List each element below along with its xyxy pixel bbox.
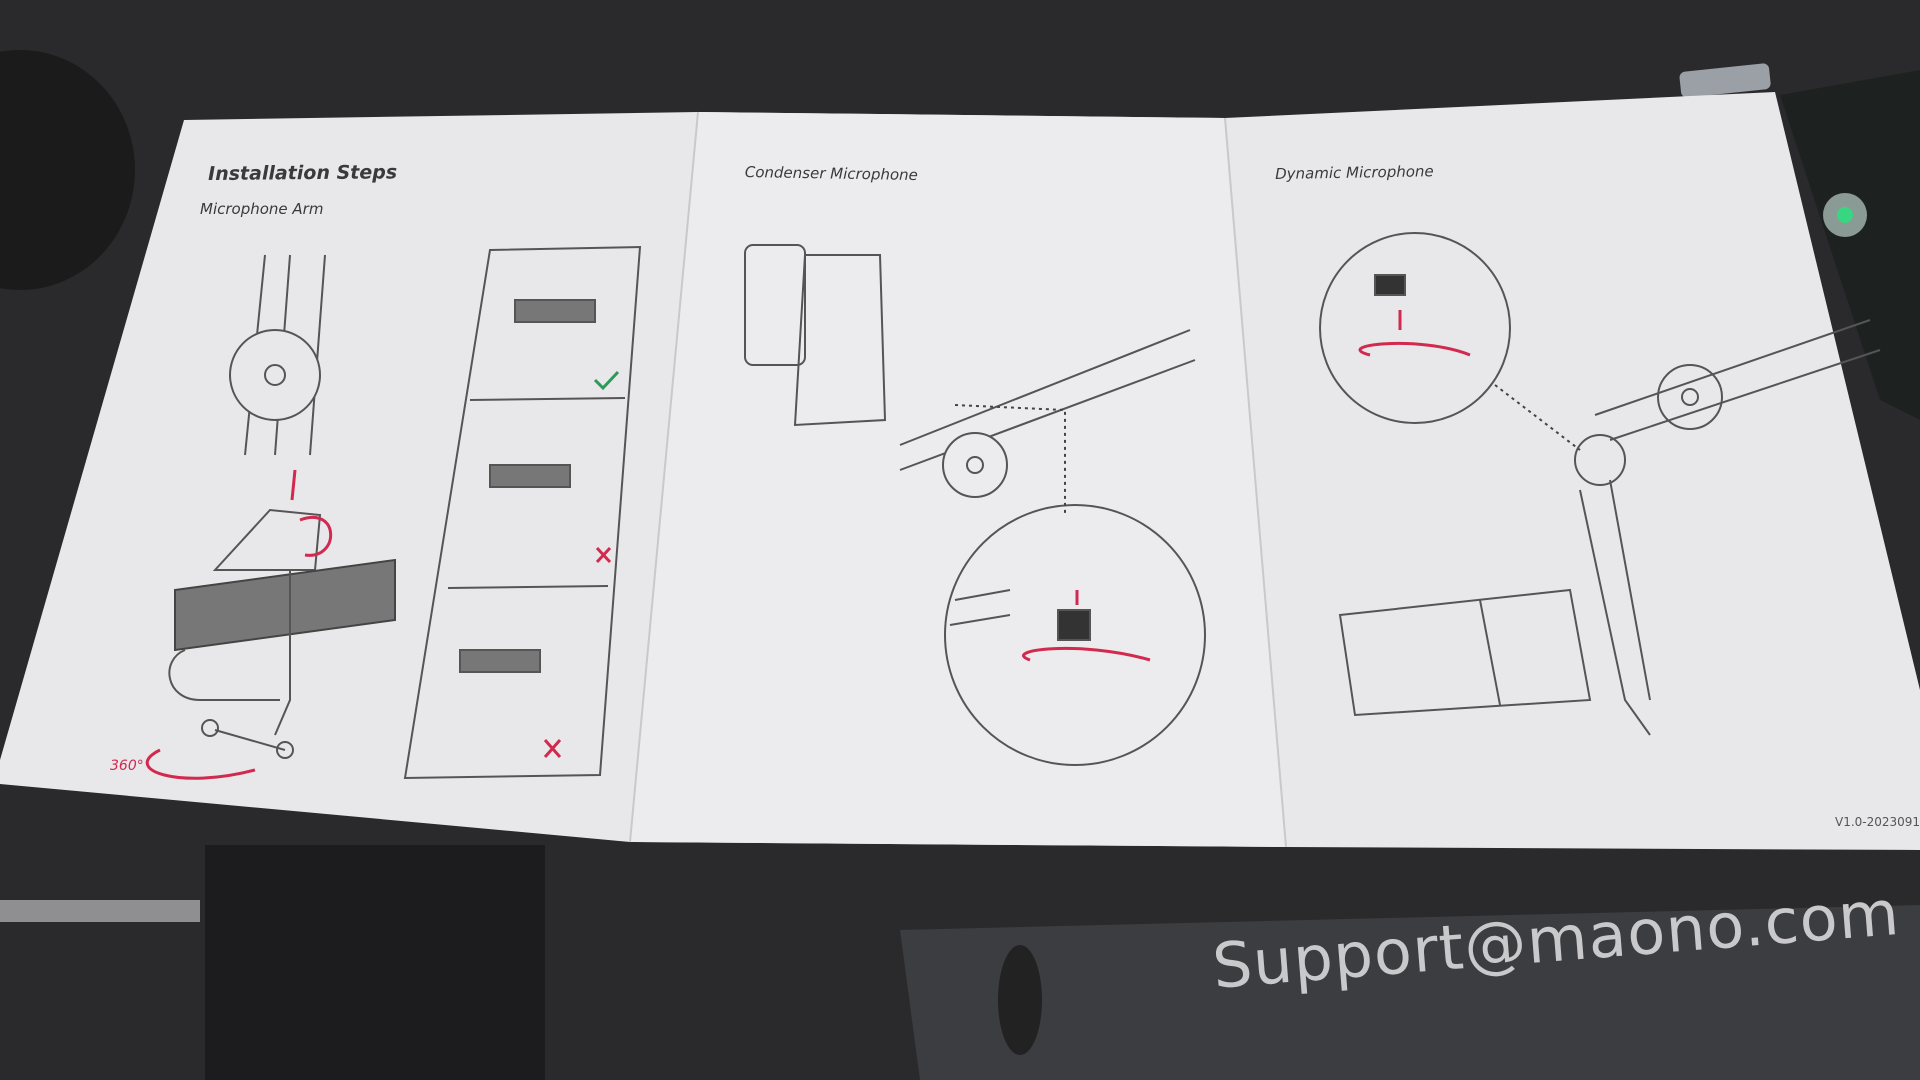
condenser-mic-illustration [744, 244, 1206, 766]
red-arrows [1022, 590, 1151, 662]
panel-subtitle-microphone-arm: Microphone Arm [200, 200, 324, 218]
cross-icon [543, 739, 562, 758]
screw [1679, 63, 1771, 98]
velcro-strap [900, 905, 1920, 1080]
version-label: V1.0-2023091 [1835, 815, 1920, 829]
check-icon [593, 370, 620, 391]
threaded-rod [0, 900, 200, 922]
round-base [0, 50, 135, 290]
clamp-block [205, 845, 545, 1080]
fold-line [629, 111, 699, 843]
clamp-illustration [168, 245, 642, 780]
panel-title-dynamic-microphone: Dynamic Microphone [1275, 162, 1434, 183]
red-arrows [1358, 310, 1471, 357]
rotation-label: 360° [110, 758, 144, 774]
fold-line [1224, 117, 1287, 848]
dynamic-mic-illustration [1319, 232, 1881, 736]
detail-callout-line [954, 404, 1066, 515]
led-light [1837, 207, 1853, 223]
red-arrows [145, 469, 333, 780]
cross-icon [595, 546, 612, 564]
arm-part [1780, 70, 1920, 420]
panel-title-installation-steps: Installation Steps [208, 161, 398, 185]
strap-slot [998, 945, 1042, 1055]
panel-title-condenser-microphone: Condenser Microphone [744, 163, 919, 185]
